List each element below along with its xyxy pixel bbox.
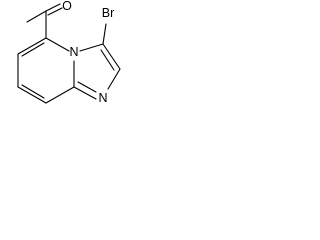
bond-c3-c2 <box>102 43 121 70</box>
bond-c3-br <box>102 23 107 45</box>
bond-n4-c3 <box>79 43 104 52</box>
chemical-structure: O Br N N <box>17 0 121 105</box>
bond-n1-c8a <box>73 86 97 100</box>
bond-carbonyl-double-2 <box>47 7 63 16</box>
bromine-label: Br <box>102 6 115 20</box>
bond-c7-c8 <box>17 86 47 104</box>
bond-carbonyl-double-1 <box>45 3 61 12</box>
bond-c2-n1 <box>107 68 121 90</box>
bond-c3-c2-inner <box>100 49 115 71</box>
bond-c5-c6-inner <box>21 42 45 57</box>
bond-c7-c8-inner <box>21 84 45 99</box>
oxygen-label: O <box>62 0 72 13</box>
bond-carbonyl-methyl <box>26 10 47 23</box>
bridge-nitrogen-label: N <box>69 45 78 59</box>
bond-c5-c6 <box>17 37 47 55</box>
bond-c8-c8a <box>45 86 75 104</box>
bond-n4-c5 <box>45 37 70 52</box>
ring-nitrogen-label: N <box>98 91 107 105</box>
bond-n1-c8a-inner <box>77 81 97 93</box>
